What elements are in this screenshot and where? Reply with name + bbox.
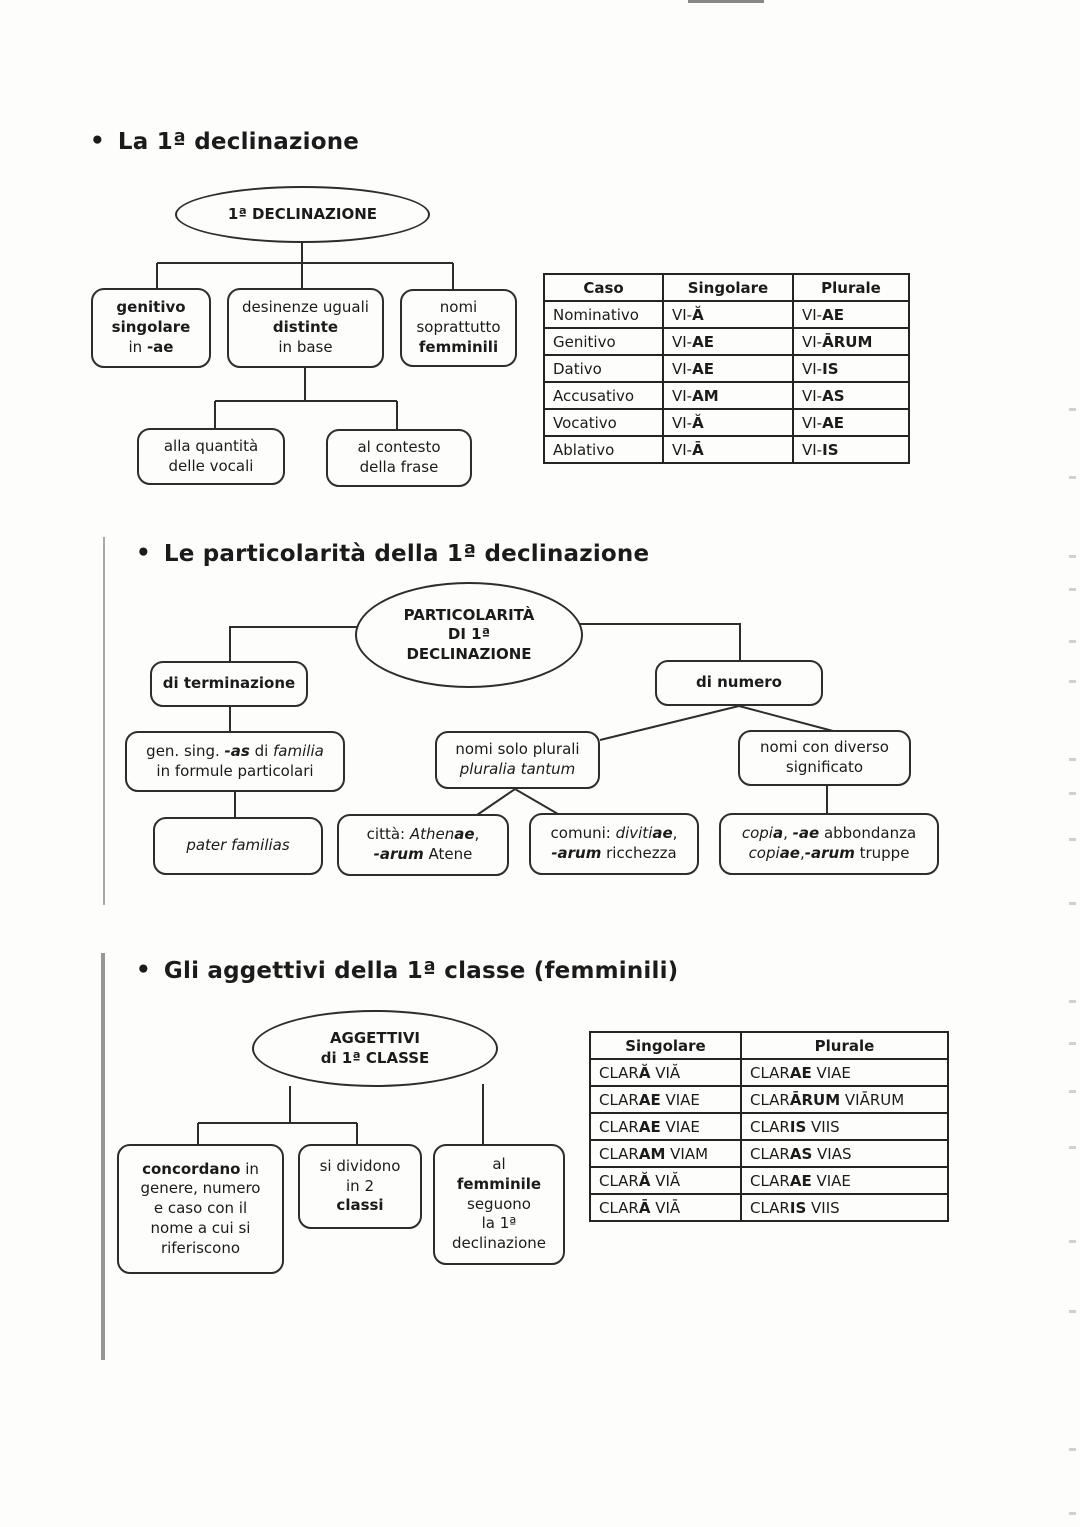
cell-singolare: VI-AE — [662, 354, 794, 383]
cell-plurale: CLARIS VIIS — [740, 1112, 949, 1141]
cell-singolare: VI-AM — [662, 381, 794, 410]
scan-artifact-top — [688, 0, 764, 3]
cell-singolare: CLARAE VIAE — [589, 1112, 742, 1141]
cell-singolare: VI-Ă — [662, 300, 794, 329]
cell-singolare: CLARAE VIAE — [589, 1085, 742, 1114]
cell-plurale: VI-IS — [792, 354, 910, 383]
node-comuni-divitiae: comuni: divitiae,-arum ricchezza — [529, 813, 699, 875]
cell-plurale: VI-ĀRUM — [792, 327, 910, 356]
cell-plurale: CLARIS VIIS — [740, 1193, 949, 1222]
bullet-icon: • — [136, 957, 151, 983]
section2-title: •Le particolarità della 1ª declinazione — [136, 540, 650, 567]
table-row: Nominativo VI-Ă VI-AE — [543, 300, 910, 329]
node-citta-athenae: città: Athenae,-arum Atene — [337, 814, 509, 876]
cell-caso: Nominativo — [543, 300, 664, 329]
col-header-singolare: Singolare — [662, 273, 794, 302]
scan-artifact — [1069, 1310, 1076, 1313]
scan-artifact — [1069, 408, 1076, 411]
cell-caso: Vocativo — [543, 408, 664, 437]
table-row: Vocativo VI-Ă VI-AE — [543, 408, 910, 437]
scan-artifact — [1069, 838, 1076, 841]
table-row: CLARĂ VIĂ CLARAE VIAE — [589, 1058, 949, 1087]
table-row: Ablativo VI-Ā VI-IS — [543, 435, 910, 464]
table-row: Accusativo VI-AM VI-AS — [543, 381, 910, 410]
node-di-terminazione: di terminazione — [150, 661, 308, 707]
scan-artifact — [1069, 1512, 1076, 1515]
cell-plurale: CLARĀRUM VIĀRUM — [740, 1085, 949, 1114]
cell-singolare: CLARĀ VIĀ — [589, 1193, 742, 1222]
col-header-caso: Caso — [543, 273, 664, 302]
scan-artifact — [1069, 792, 1076, 795]
cell-singolare: CLARAM VIAM — [589, 1139, 742, 1168]
pen-mark-section3 — [101, 953, 105, 1360]
cell-plurale: VI-AE — [792, 408, 910, 437]
node-di-numero: di numero — [655, 660, 823, 706]
table-row: Dativo VI-AE VI-IS — [543, 354, 910, 383]
section3-title: •Gli aggettivi della 1ª classe (femminil… — [136, 957, 679, 984]
scan-artifact — [1069, 1240, 1076, 1243]
section1-title: •La 1ª declinazione — [90, 128, 360, 155]
scan-artifact — [1069, 555, 1076, 558]
scan-artifact — [1069, 902, 1076, 905]
cell-caso: Dativo — [543, 354, 664, 383]
bullet-icon: • — [136, 540, 151, 566]
cell-plurale: VI-AS — [792, 381, 910, 410]
cell-singolare: VI-AE — [662, 327, 794, 356]
scan-artifact — [1069, 640, 1076, 643]
cell-plurale: CLARAE VIAE — [740, 1058, 949, 1087]
cell-singolare: CLARĂ VIĂ — [589, 1058, 742, 1087]
node-pater-familias: pater familias — [153, 817, 323, 875]
table-row: CLARAE VIAE CLARĀRUM VIĀRUM — [589, 1085, 949, 1114]
cell-singolare: CLARĂ VIĂ — [589, 1166, 742, 1195]
scan-artifact — [1069, 1448, 1076, 1451]
scan-artifact — [1069, 588, 1076, 591]
cell-singolare: VI-Ă — [662, 408, 794, 437]
scan-artifact — [1069, 1042, 1076, 1045]
scan-artifact — [1069, 758, 1076, 761]
cell-singolare: VI-Ā — [662, 435, 794, 464]
table-row: CLARAE VIAE CLARIS VIIS — [589, 1112, 949, 1141]
col-header-singolare: Singolare — [589, 1031, 742, 1060]
scan-artifact — [1069, 680, 1076, 683]
adjective-table: Singolare Plurale CLARĂ VIĂ CLARAE VIAE … — [589, 1031, 949, 1222]
cell-plurale: VI-IS — [792, 435, 910, 464]
cell-caso: Genitivo — [543, 327, 664, 356]
table-row: CLARĂ VIĂ CLARAE VIAE — [589, 1166, 949, 1195]
col-header-plurale: Plurale — [792, 273, 910, 302]
scan-artifact — [1069, 1090, 1076, 1093]
scan-artifact — [1069, 1146, 1076, 1149]
cell-plurale: CLARAE VIAE — [740, 1166, 949, 1195]
pen-mark-section2 — [103, 537, 105, 905]
col-header-plurale: Plurale — [740, 1031, 949, 1060]
node-1a-declinazione: 1ª DECLINAZIONE — [175, 186, 430, 243]
cell-caso: Accusativo — [543, 381, 664, 410]
table-row: Genitivo VI-AE VI-ĀRUM — [543, 327, 910, 356]
table-row: CLARĀ VIĀ CLARIS VIIS — [589, 1193, 949, 1222]
cell-caso: Ablativo — [543, 435, 664, 464]
bullet-icon: • — [90, 128, 105, 154]
table-row: CLARAM VIAM CLARAS VIAS — [589, 1139, 949, 1168]
cell-plurale: VI-AE — [792, 300, 910, 329]
scan-artifact — [1069, 476, 1076, 479]
cell-plurale: CLARAS VIAS — [740, 1139, 949, 1168]
scan-artifact — [1069, 1000, 1076, 1003]
declension-table: Caso Singolare Plurale Nominativo VI-Ă V… — [543, 273, 910, 464]
